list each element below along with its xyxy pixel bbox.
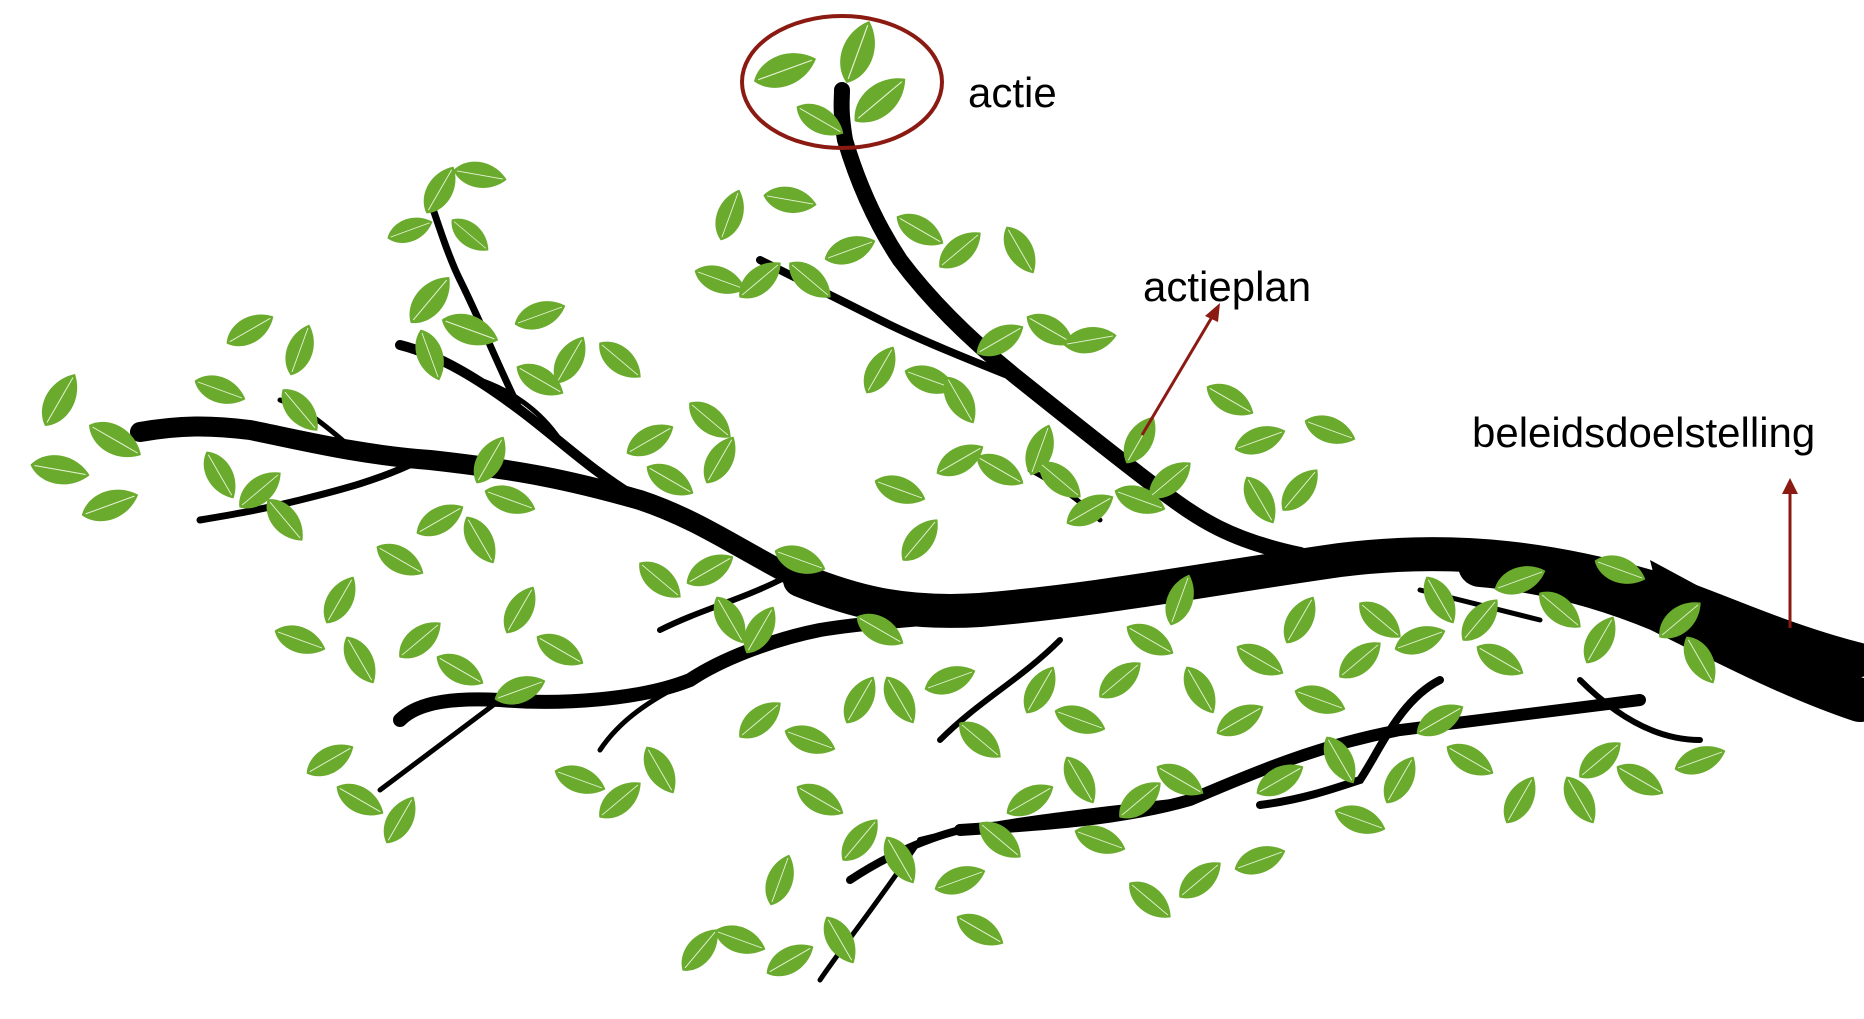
action-label: actie <box>968 72 1057 114</box>
leaf-icon <box>760 935 820 984</box>
leaf-icon <box>870 469 930 512</box>
leaf-icon <box>695 430 744 490</box>
leaf-icon <box>893 511 947 569</box>
policy-goal-label: beleidsdoelstelling <box>1472 412 1815 454</box>
leaf-icon <box>931 223 989 277</box>
leaf-icon <box>759 850 802 910</box>
leaf-icon <box>1575 610 1624 670</box>
leaf-icon <box>875 670 924 730</box>
leaf-icon <box>1470 635 1530 684</box>
leaf-icon <box>1230 419 1290 462</box>
leaf-icon <box>855 340 904 400</box>
leaf-icon <box>1300 409 1360 452</box>
leaf-icon <box>1331 633 1389 687</box>
leaf-icon <box>1275 590 1324 650</box>
leaf-icon <box>820 229 880 272</box>
leaf-icon <box>270 619 330 662</box>
leaf-icon <box>995 220 1044 280</box>
policy-goal-arrowhead <box>1782 478 1798 494</box>
leaf-icon <box>710 919 770 962</box>
leaf-icon <box>591 333 649 387</box>
leaf-icon <box>77 481 143 528</box>
leaf-icon <box>1670 739 1730 782</box>
leaf-icon <box>635 740 684 800</box>
leaf-icon <box>780 719 840 762</box>
leaf-icon <box>790 775 850 824</box>
leaf-icon <box>33 367 88 433</box>
leaf-icon <box>950 905 1010 954</box>
leaf-icon <box>220 305 280 354</box>
leaf-icon <box>370 535 430 584</box>
leaf-icon <box>195 445 244 505</box>
leaf-icon <box>480 479 540 522</box>
leaf-icon <box>835 670 884 730</box>
leaf-icon <box>495 580 544 640</box>
leaf-icon <box>375 790 424 850</box>
leaf-icon <box>1375 750 1424 810</box>
leaf-icon <box>761 183 819 218</box>
leaf-icon <box>815 910 864 970</box>
leaf-icon <box>510 294 570 337</box>
branch <box>140 426 800 580</box>
leaf-icon <box>409 325 452 385</box>
leaf-icon <box>1050 699 1110 742</box>
leaf-icon <box>1235 470 1284 530</box>
leaf-icon <box>384 211 437 249</box>
leaf-icon <box>279 320 322 380</box>
leaf-icon <box>920 659 980 702</box>
leaf-icon <box>1555 770 1604 830</box>
leaf-icon <box>315 570 364 630</box>
leaf-icon <box>430 645 490 694</box>
leaf-icon <box>455 510 504 570</box>
leaf-icon <box>1330 799 1390 842</box>
leaf-icon <box>1290 679 1350 722</box>
leaf-icon <box>1610 755 1670 804</box>
leaf-icon <box>530 625 590 674</box>
leaf-icon <box>1200 375 1260 424</box>
leaf-icon <box>620 415 680 464</box>
leaf-icon <box>1061 323 1119 358</box>
leaf-icon <box>709 185 752 245</box>
leaf-icon <box>631 553 689 607</box>
leaf-icon <box>1230 635 1290 684</box>
leaf-icon <box>1495 770 1544 830</box>
leaf-icon <box>832 16 884 89</box>
leaf-icon <box>731 693 789 747</box>
action-plan-arrow <box>1142 312 1215 435</box>
leaf-icon <box>300 735 360 784</box>
leaf-icon <box>410 495 470 544</box>
leaf-icon <box>444 211 495 259</box>
action-plan-label: actieplan <box>1143 266 1311 308</box>
leaf-icon <box>190 369 250 412</box>
leaf-icon <box>28 451 92 490</box>
leaf-icon <box>1273 461 1327 519</box>
leaf-icon <box>930 859 990 902</box>
leaf-icon <box>550 759 610 802</box>
leaf-icon <box>1121 873 1179 927</box>
leaf-icon <box>1571 733 1629 787</box>
leaf-icon <box>749 44 822 96</box>
leaf-icon <box>451 158 509 193</box>
leaves <box>28 16 1730 985</box>
annotations <box>742 16 1798 628</box>
leaf-icon <box>1210 695 1270 744</box>
leaf-icon <box>1390 619 1450 662</box>
leaf-icon <box>1230 839 1290 882</box>
leaf-icon <box>1440 735 1500 784</box>
leaf-icon <box>1175 660 1224 720</box>
leaf-icon <box>1055 750 1104 810</box>
leaf-icon <box>330 775 390 824</box>
leaf-icon <box>1091 653 1149 707</box>
leaf-icon <box>335 630 384 690</box>
leaf-icon <box>1171 853 1229 907</box>
